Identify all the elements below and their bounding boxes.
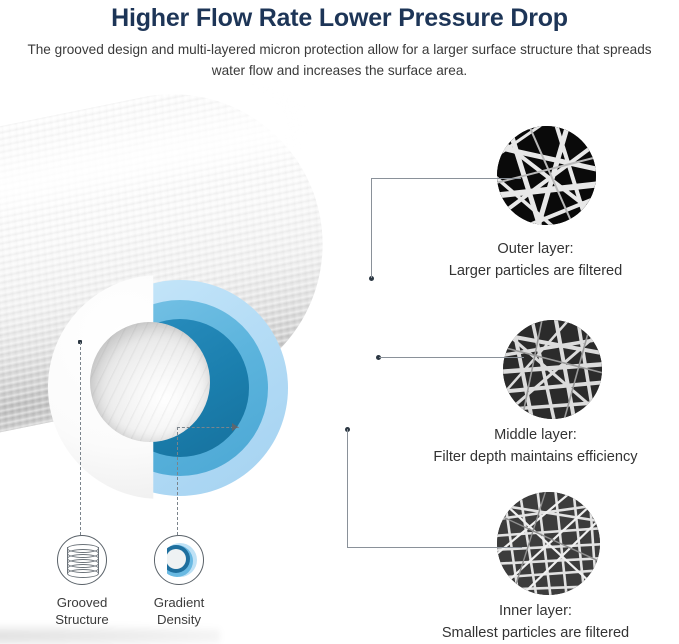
cartridge-hollow-core <box>90 322 210 442</box>
leader-line-inner-vertical <box>347 429 348 547</box>
groove-stack <box>67 544 99 578</box>
leader-line-outer-horizontal <box>371 178 521 179</box>
gradient-ring-group <box>155 538 197 582</box>
dash-line-gradient <box>177 427 178 535</box>
gradient-ring-cut <box>155 538 167 582</box>
leader-line-inner-horizontal <box>347 547 522 548</box>
feature-gradient-label: Gradient Density <box>124 594 234 628</box>
feature-grooved-line1: Grooved <box>56 595 108 610</box>
feature-grooved-structure: Grooved Structure <box>27 535 137 628</box>
sem-fiber-middle-icon <box>503 320 602 419</box>
sem-fiber-inner-icon <box>497 492 600 595</box>
page-title: Higher Flow Rate Lower Pressure Drop <box>111 4 568 32</box>
leader-line-middle-horizontal <box>379 357 524 358</box>
dash-arrow-gradient <box>232 423 238 431</box>
leader-line-outer-vertical <box>371 178 372 278</box>
core-texture <box>90 322 210 442</box>
gradient-rings-icon <box>154 535 204 585</box>
grooved-cylinder-icon <box>57 535 107 585</box>
header: Higher Flow Rate Lower Pressure Drop The… <box>0 0 679 81</box>
cartridge-drop-shadow <box>0 623 220 644</box>
sem-fiber-outer-icon <box>497 126 596 225</box>
caption-outer-description: Larger particles are filtered <box>448 263 623 279</box>
caption-middle-description: Filter depth maintains efficiency <box>433 449 638 465</box>
leader-dot-middle <box>376 355 381 360</box>
gradient-ring-core <box>166 549 186 569</box>
caption-inner-heading: Inner layer: <box>498 603 572 619</box>
dash-line-gradient-horizontal <box>177 427 239 428</box>
feature-grooved-line2: Structure <box>55 612 109 627</box>
groove-ellipse <box>67 569 99 578</box>
feature-grooved-label: Grooved Structure <box>27 594 137 628</box>
feature-gradient-line2: Density <box>157 612 201 627</box>
filter-cartridge-illustration <box>0 67 370 644</box>
caption-middle-layer: Middle layer: Filter depth maintains eff… <box>392 424 679 468</box>
caption-middle-heading: Middle layer: <box>494 427 577 443</box>
feature-gradient-density: Gradient Density <box>124 535 234 628</box>
page-subtitle: The grooved design and multi-layered mic… <box>27 42 652 78</box>
caption-inner-layer: Inner layer: Smallest particles are filt… <box>392 600 679 644</box>
caption-inner-description: Smallest particles are filtered <box>441 625 630 641</box>
dash-line-grooved <box>80 342 81 535</box>
caption-outer-heading: Outer layer: <box>497 241 574 257</box>
feature-gradient-line1: Gradient <box>153 595 205 610</box>
caption-outer-layer: Outer layer: Larger particles are filter… <box>392 238 679 282</box>
leader-dot-outer <box>369 276 374 281</box>
